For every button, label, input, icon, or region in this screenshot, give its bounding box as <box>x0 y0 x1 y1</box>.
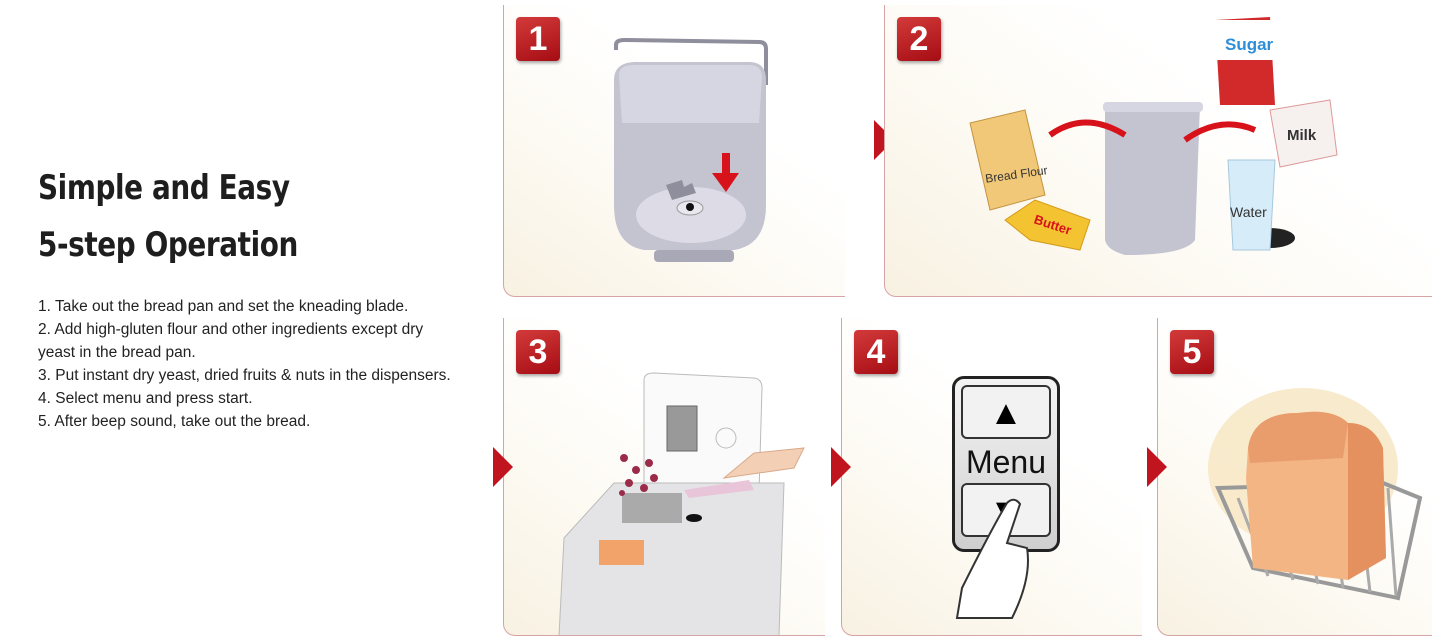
step-1-panel: 1 <box>503 5 845 297</box>
menu-up-button[interactable]: ▲ <box>961 385 1051 439</box>
finger-illustration <box>955 498 1029 619</box>
dispenser-illustration <box>558 372 805 635</box>
ingredients-illustration: Bread Flour Butter Sugar Milk Water <box>969 17 1338 255</box>
steps-list: 1. Take out the bread pan and set the kn… <box>38 295 458 433</box>
step-number-badge: 3 <box>516 330 560 374</box>
step-number-badge: 2 <box>897 17 941 61</box>
next-arrow-icon <box>831 447 851 487</box>
bread-illustration <box>1208 388 1423 601</box>
step-text: 4. Select menu and press start. <box>38 390 253 407</box>
up-arrow-icon: ▲ <box>989 394 1023 432</box>
step-5-panel: 5 <box>1157 318 1432 636</box>
menu-button-panel[interactable]: ▲ Menu ▼ <box>952 376 1060 552</box>
step-number-badge: 5 <box>1170 330 1214 374</box>
step-text: 1. Take out the bread pan and set the kn… <box>38 298 409 315</box>
sugar-label: Sugar <box>1225 35 1274 54</box>
step-text: 3. Put instant dry yeast, dried fruits &… <box>38 367 451 384</box>
water-label: Water <box>1230 204 1267 220</box>
next-arrow-icon <box>1147 447 1167 487</box>
step-number-badge: 1 <box>516 17 560 61</box>
menu-label: Menu <box>965 444 1047 480</box>
next-arrow-icon <box>493 447 513 487</box>
page-title: Simple and Easy 5-step Operation <box>38 160 298 274</box>
title-line-1: Simple and Easy <box>38 168 290 208</box>
step-4-panel: ▲ Menu ▼ 4 <box>841 318 1142 636</box>
title-line-2: 5-step Operation <box>38 225 298 265</box>
step-number-badge: 4 <box>854 330 898 374</box>
bread-pan-illustration <box>614 37 768 262</box>
step-3-panel: 3 <box>503 318 825 636</box>
step-2-panel: Bread Flour Butter Sugar Milk Water 2 <box>884 5 1432 297</box>
milk-label: Milk <box>1287 127 1317 144</box>
step-text: 5. After beep sound, take out the bread. <box>38 413 311 430</box>
step-text: 2. Add high-gluten flour and other ingre… <box>38 321 424 361</box>
